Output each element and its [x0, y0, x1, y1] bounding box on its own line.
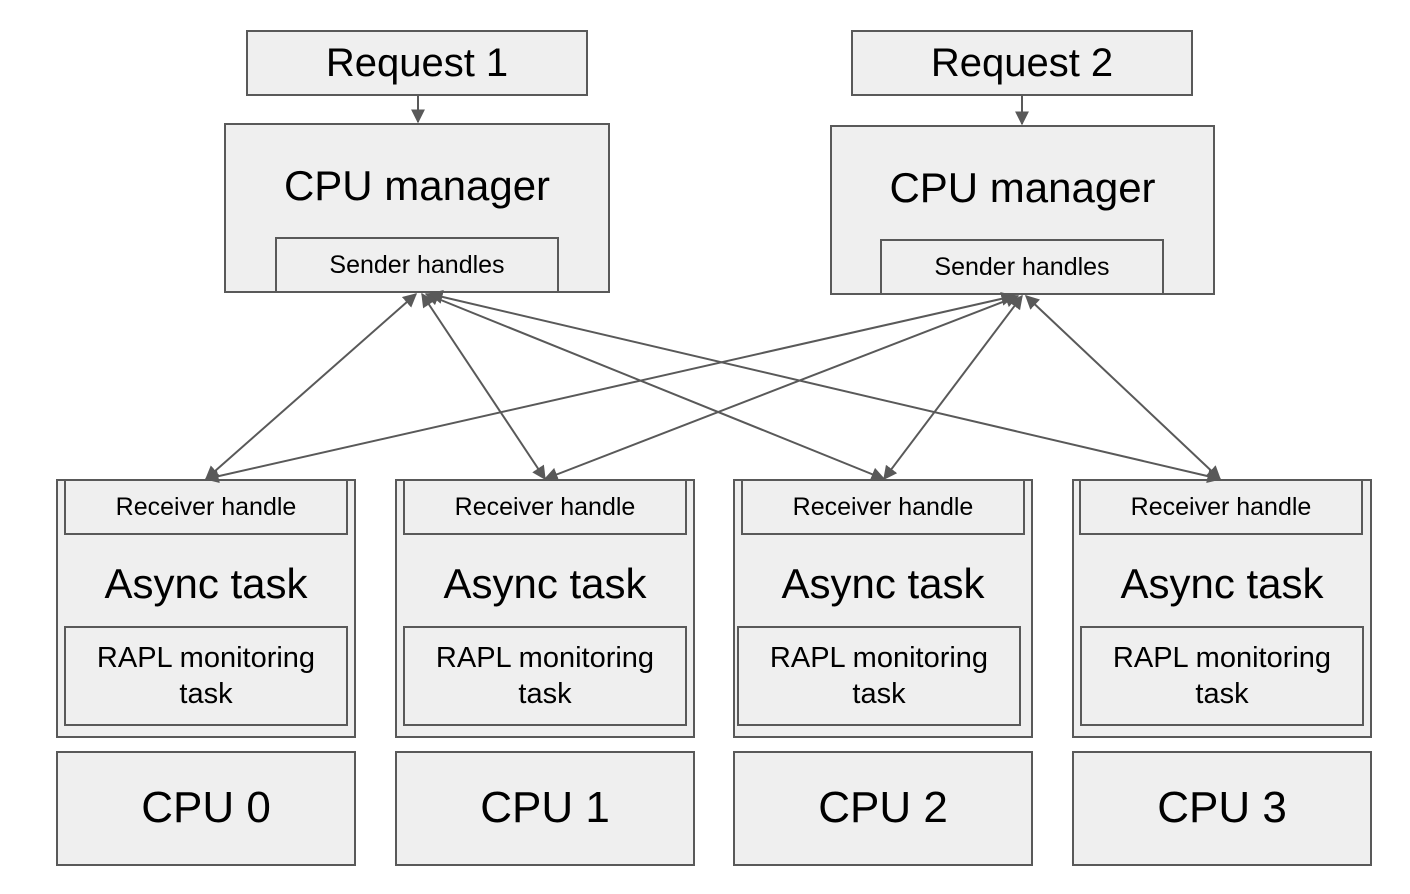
- sender-handles-1-label: Sender handles: [329, 251, 505, 279]
- async-task-0-title: Async task: [104, 560, 308, 607]
- async-task-2-title: Async task: [781, 560, 985, 607]
- async-task-3-title: Async task: [1120, 560, 1324, 607]
- receiver-handle-0-label: Receiver handle: [115, 493, 297, 521]
- cpu-0-box: CPU 0: [56, 751, 356, 866]
- request-2-label: Request 2: [930, 41, 1114, 85]
- rapl-task-1: RAPL monitoring task: [403, 626, 687, 726]
- receiver-handle-2-label: Receiver handle: [792, 493, 974, 521]
- arrow-m2-r0: [204, 291, 1016, 484]
- sender-handles-1: Sender handles: [275, 237, 559, 293]
- cpu-1-box: CPU 1: [395, 751, 695, 866]
- sender-handles-2-label: Sender handles: [934, 253, 1110, 281]
- cpu-2-label: CPU 2: [818, 783, 948, 833]
- sender-handles-2: Sender handles: [880, 239, 1164, 295]
- request-2-box: Request 2: [851, 30, 1193, 96]
- rapl-task-3-label: RAPL monitoring task: [1112, 641, 1332, 710]
- arrow-m1-r2: [424, 292, 886, 481]
- rapl-task-2: RAPL monitoring task: [737, 626, 1021, 726]
- rapl-task-0-label: RAPL monitoring task: [96, 641, 316, 710]
- rapl-task-2-label: RAPL monitoring task: [769, 641, 989, 710]
- arrow-m1-r1: [421, 292, 546, 481]
- arrow-m2-r2: [883, 294, 1023, 481]
- rapl-task-3: RAPL monitoring task: [1080, 626, 1364, 726]
- arrow-m2-r3: [1024, 295, 1222, 480]
- async-task-1-title: Async task: [443, 560, 647, 607]
- cpu-3-label: CPU 3: [1157, 783, 1287, 833]
- rapl-task-0: RAPL monitoring task: [64, 626, 348, 726]
- arrow-m2-r1: [543, 294, 1020, 481]
- receiver-handle-1-label: Receiver handle: [454, 493, 636, 521]
- arrow-m1-r3: [428, 290, 1222, 483]
- receiver-handle-3-label: Receiver handle: [1130, 493, 1312, 521]
- receiver-handle-1: Receiver handle: [403, 479, 687, 535]
- rapl-task-1-label: RAPL monitoring task: [435, 641, 655, 710]
- cpu-manager-2-title: CPU manager: [889, 164, 1156, 211]
- cpu-2-box: CPU 2: [733, 751, 1033, 866]
- cpu-manager-1-title: CPU manager: [283, 162, 551, 209]
- request-1-label: Request 1: [325, 41, 509, 85]
- receiver-handle-0: Receiver handle: [64, 479, 348, 535]
- cpu-1-label: CPU 1: [480, 783, 610, 833]
- request-1-box: Request 1: [246, 30, 588, 96]
- receiver-handle-3: Receiver handle: [1079, 479, 1363, 535]
- cpu-3-box: CPU 3: [1072, 751, 1372, 866]
- cpu-0-label: CPU 0: [141, 783, 271, 833]
- arrow-m1-r0: [204, 293, 418, 480]
